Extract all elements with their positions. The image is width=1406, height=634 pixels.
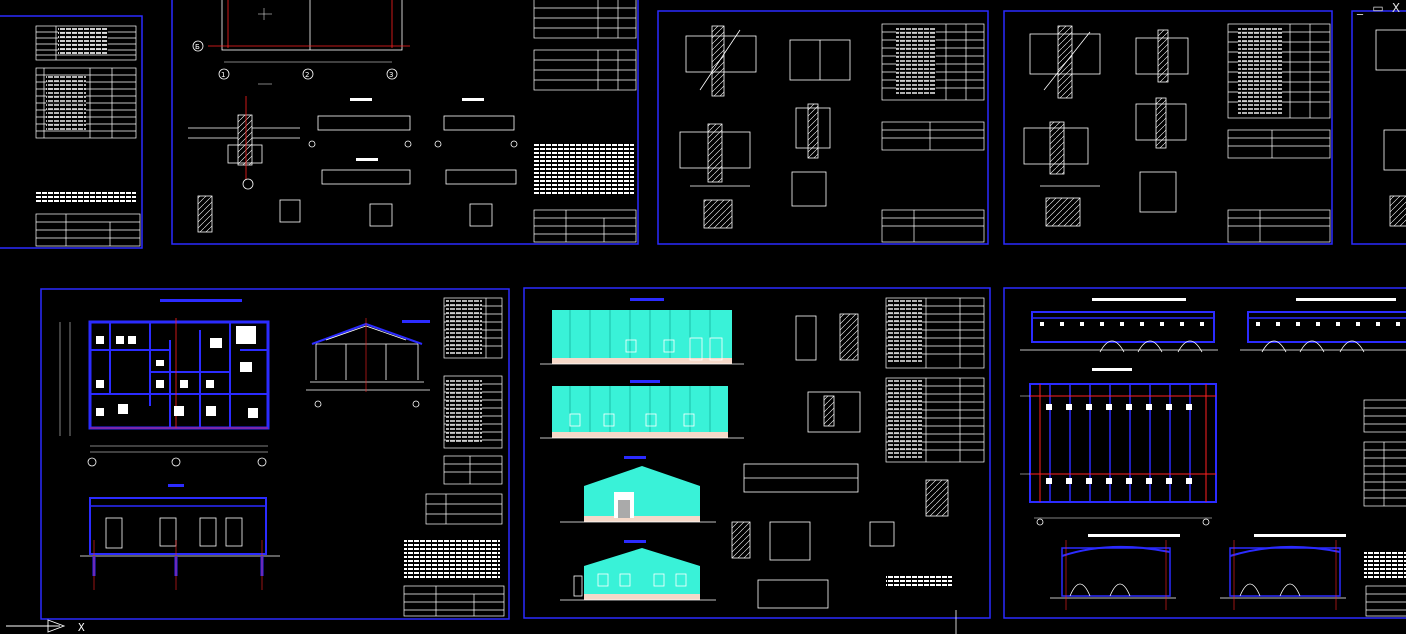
ucs-x-label: X (78, 621, 85, 634)
sheet-2-title-block (533, 209, 637, 243)
sheet-7-border (523, 287, 991, 619)
axis-label-2: 2 (305, 71, 309, 79)
sheet-2-foundation-plan (221, 0, 403, 51)
sheet-2-notes (534, 144, 634, 196)
sheet-2-border (171, 0, 639, 245)
sheet-7-title-4 (624, 540, 646, 543)
sheet-6-table-text-1 (446, 300, 482, 354)
sheet-8-frame-elevation-2 (1240, 311, 1406, 353)
sheet-8-framing-plan (1020, 383, 1217, 526)
sheet-8-title-1 (1092, 298, 1186, 301)
sheet-5-border (1351, 10, 1406, 245)
sheet-3[interactable] (657, 10, 989, 245)
axis-label-3: 3 (389, 71, 393, 79)
sheet-6-long-section (80, 484, 280, 590)
sheet-2-axis-lines (208, 0, 410, 48)
sheet-6-plan-title (160, 299, 242, 302)
sheet-7-notes (886, 574, 952, 588)
sheet-1-notes (36, 190, 136, 202)
sheet-2-view-title-3 (356, 158, 378, 161)
sheet-6-cross-section (306, 318, 430, 408)
sheet-1-table-text (58, 28, 108, 54)
sheet-7-facade-main (540, 310, 744, 365)
axis-label-1: 1 (221, 71, 225, 79)
sheet-8-frame-section-1 (1050, 540, 1176, 610)
minimize-button[interactable]: _ (1357, 1, 1363, 15)
sheet-8-tables (1363, 399, 1406, 617)
sheet-1-border (0, 15, 143, 249)
ucs-icon (6, 619, 66, 633)
sheet-6-floor-plan (59, 318, 270, 467)
sheet-6-table-text-2 (446, 378, 482, 444)
sheet-8-title-4 (1088, 534, 1180, 537)
sheet-2-axis-markers (192, 40, 398, 80)
sheet-8-frame-section-2 (1220, 540, 1346, 610)
section-axis-marker (242, 178, 254, 190)
sheet-4-border (1003, 10, 1333, 245)
axis-label-row: Б (195, 43, 200, 51)
sheet-7-facade-gable-2 (560, 548, 716, 601)
sheet-7-table-text-1 (888, 300, 922, 364)
sheet-6-border (40, 288, 510, 620)
sheet-7-facade-rear (540, 386, 744, 439)
sheet-8[interactable] (1003, 287, 1406, 619)
sheet-7-title-2 (630, 380, 660, 383)
sheet-2[interactable]: 1 2 3 Б (171, 0, 639, 245)
sheet-8-title-2 (1296, 298, 1396, 301)
sheet-4-tables (1227, 23, 1331, 243)
sheet-3-border (657, 10, 989, 245)
sheet-7-wall-details (731, 313, 949, 609)
sheet-6[interactable] (40, 288, 510, 620)
sheet-8-frame-elevation-1 (1020, 311, 1218, 353)
sheet-1-title-block (35, 213, 141, 247)
sheet-7-table-text-2 (888, 380, 922, 458)
sheet-2-beam-details (197, 115, 518, 233)
window-controls: _ ▭ X (1354, 2, 1402, 14)
restore-button[interactable]: ▭ (1372, 1, 1384, 15)
sheet-8-notes (1364, 552, 1406, 580)
sheet-2-dimension-lines (224, 8, 392, 85)
sheet-8-border (1003, 287, 1406, 619)
sheet-7-title-3 (624, 456, 646, 459)
sheet-7-title-1 (630, 298, 664, 301)
sheet-3-table-text (896, 26, 936, 96)
sheet-6-notes (404, 540, 500, 580)
sheet-5-details (1375, 29, 1406, 227)
sheet-8-title-3 (1092, 368, 1132, 371)
sheet-2-footing-section (188, 114, 300, 166)
sheet-3-node-details (679, 25, 851, 229)
close-button[interactable]: X (1391, 1, 1401, 15)
sheet-1-table-rows (46, 76, 86, 130)
sheet-2-spec-tables (533, 0, 637, 91)
sheet-7[interactable] (523, 287, 991, 634)
sheet-5[interactable] (1351, 10, 1406, 245)
sheet-2-view-title-1 (350, 98, 372, 101)
sheet-7-facade-gable-1 (560, 466, 716, 523)
sheet-4-table-text (1238, 26, 1282, 114)
sheet-4[interactable] (1003, 10, 1333, 245)
sheet-8-title-5 (1254, 534, 1346, 537)
sheet-1[interactable] (0, 15, 143, 249)
sheet-1-spec-table-top (35, 25, 137, 61)
sheet-4-node-details (1023, 25, 1189, 227)
sheet-2-view-title-2 (462, 98, 484, 101)
